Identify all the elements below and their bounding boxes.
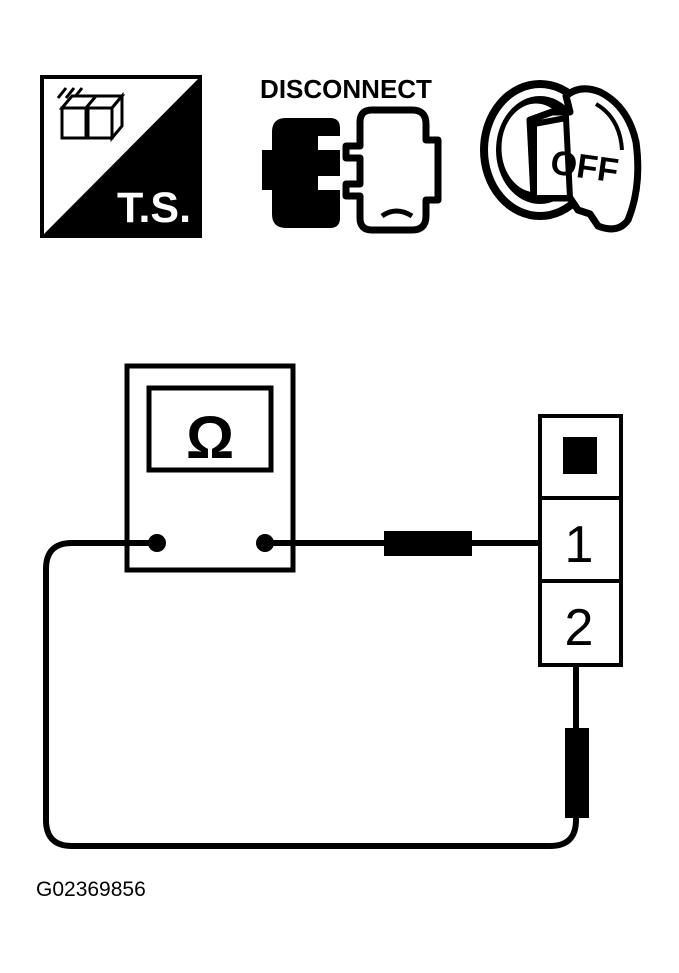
connector: 1 2: [538, 414, 623, 667]
disconnect-icon: DISCONNECT: [260, 74, 442, 234]
relay-block-icon: [56, 87, 126, 143]
ignition-off-label: OFF: [548, 143, 621, 190]
connector-female-icon: [262, 118, 340, 228]
connector-pin-1: 1: [565, 516, 594, 574]
test-lead-right: [265, 531, 540, 556]
probe-right: [384, 531, 472, 556]
probe-left: [565, 728, 589, 818]
key-icon: [526, 85, 642, 233]
connector-male-icon: [342, 106, 442, 234]
connector-lock-tab: [563, 437, 597, 474]
ignition-off-icon: OFF: [480, 80, 642, 233]
figure-code: G02369856: [36, 878, 146, 901]
ohmmeter: Ω: [124, 363, 296, 573]
connector-pin-2: 2: [565, 599, 594, 657]
ts-label: T.S.: [117, 184, 191, 232]
disconnect-label: DISCONNECT: [260, 74, 432, 104]
ohm-symbol: Ω: [186, 404, 234, 471]
ts-icon: T.S.: [40, 75, 202, 238]
test-lead-left: [43, 540, 589, 849]
